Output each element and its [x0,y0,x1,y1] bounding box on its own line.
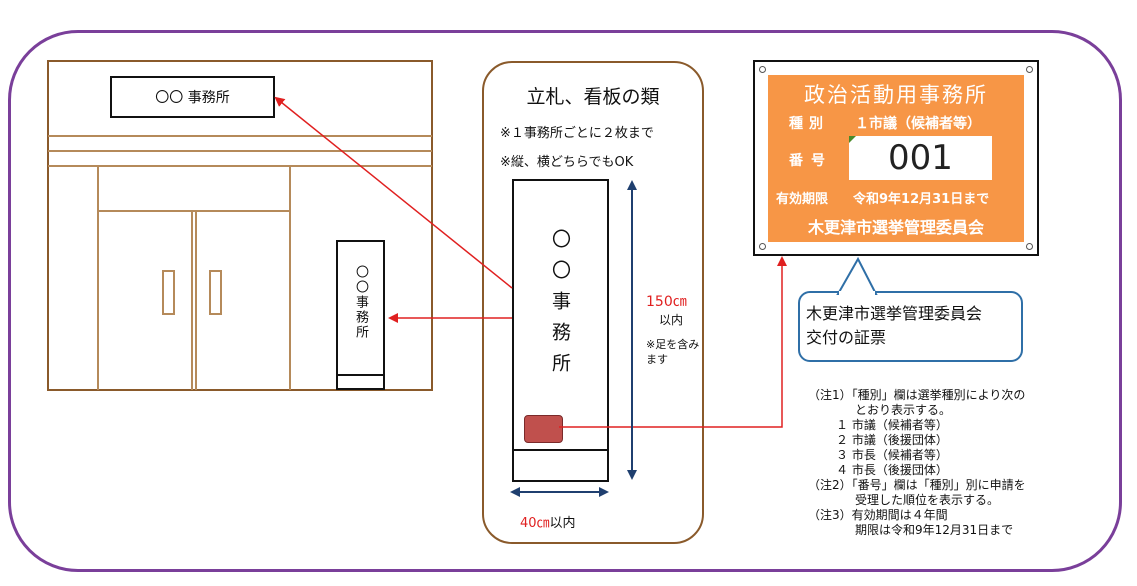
note-line: ４ 市長（後援団体） [836,463,948,477]
plate-number-box: 001 [849,136,992,180]
building-beam [48,135,432,137]
plate-expiry-value: 令和9年12月31日まで [853,192,990,207]
note-line: （注2）「番号」欄は「種別」別に申請を [808,478,1026,492]
outer-frame [8,30,1122,572]
standing-sign-large: 〇〇事務所 [512,179,609,482]
arrow-to-certificate [559,256,787,428]
office-signboard-label: 〇〇 事務所 [155,90,230,106]
arrow-to-signboard [274,96,513,289]
note-line: （注3）有効期間は４年間 [808,508,948,522]
note-line: とおり表示する。 [855,403,952,417]
height-limit-suffix: 以内 [659,313,684,327]
office-building [47,60,433,391]
plate-expiry-label: 有効期限 [776,192,829,207]
width-limit-value: 40㎝ [520,516,550,531]
plate-number-label: 番号 [789,153,833,169]
callout-pointer [836,256,878,296]
plate-type-label: 種別 [789,116,829,132]
notes: （注1）「種別」欄は選挙種別により次の とおり表示する。 １ 市議（候補者等） … [808,388,1108,538]
building-pillar [97,166,99,390]
door-handle [162,270,175,315]
callout-line: 木更津市選挙管理委員会 [806,304,983,323]
signboard-spec-panel [482,61,704,544]
width-limit-label: 40㎝以内 [520,512,576,531]
mounting-hole-icon [759,66,766,73]
building-beam [48,150,432,152]
standing-sign-large-text: 〇〇事務所 [549,228,571,384]
plate-type-value: １市議（候補者等） [855,116,981,132]
mounting-hole-icon [1026,243,1033,250]
door-divider [191,210,193,390]
note-line: ３ 市長（候補者等） [836,448,948,462]
building-pillar [289,166,291,390]
door-frame [97,210,289,212]
height-limit-value: 150㎝ [646,294,687,310]
callout-text: 木更津市選挙管理委員会 交付の証票 [806,302,982,350]
mounting-hole-icon [759,243,766,250]
width-limit-suffix: 以内 [549,516,576,531]
plate-title: 政治活動用事務所 [804,83,988,107]
building-beam [48,165,432,167]
panel-title: 立札、看板の類 [526,86,660,108]
mounting-hole-icon [1026,66,1033,73]
note-line: 期限は令和9年12月31日まで [855,523,1014,537]
door-handle [209,270,222,315]
standing-sign-small-text: 〇〇事務所 [353,264,368,340]
standing-sign-small: 〇〇事務所 [336,240,385,390]
sign-base-line [338,374,383,376]
certificate-marker [524,415,563,443]
door-divider [195,210,197,390]
cell-corner-mark [849,136,856,143]
height-limit-note: ※足を含みます [646,338,700,366]
note-line: １ 市議（候補者等） [836,418,948,432]
note-line: （注1）「種別」欄は選挙種別により次の [808,388,1026,402]
plate-number-value: 001 [888,138,953,178]
panel-note: ※縦、横どちらでもOK [500,155,634,170]
note-line: ２ 市議（後援団体） [836,433,948,447]
sign-base-line [514,449,607,451]
callout-line: 交付の証票 [806,328,887,347]
certificate-callout [798,291,1023,362]
office-signboard: 〇〇 事務所 [110,76,275,118]
plate-issuer: 木更津市選挙管理委員会 [807,218,984,237]
note-line: 受理した順位を表示する。 [855,493,1000,507]
panel-note: ※１事務所ごとに２枚まで [500,126,654,141]
